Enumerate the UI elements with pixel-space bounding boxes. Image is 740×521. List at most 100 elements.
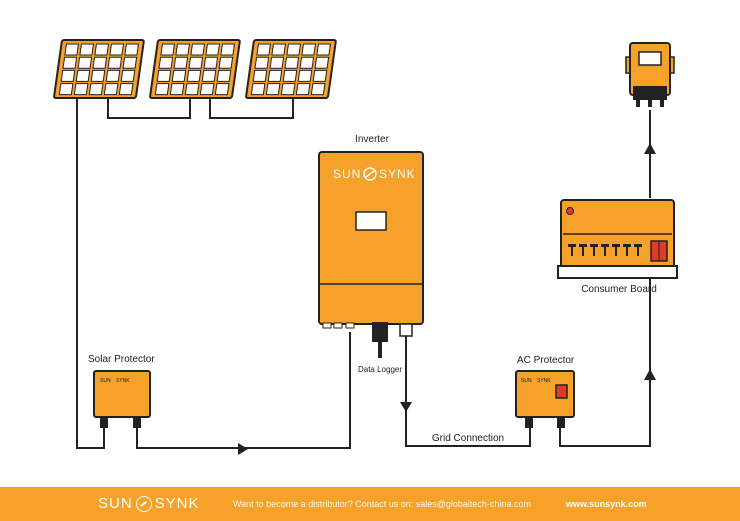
arrow-up-icon xyxy=(644,143,656,154)
solar-cell xyxy=(184,83,200,96)
breaker-stem xyxy=(604,247,606,256)
solar-protector-brand: SUN xyxy=(100,378,111,384)
inverter-brand-left: SUN xyxy=(333,167,361,181)
footer-logo: SUN SYNK xyxy=(98,495,200,512)
solar-cell xyxy=(201,69,217,82)
breaker-stem xyxy=(582,247,584,256)
solar-cell xyxy=(60,69,76,82)
ac-protector-label: AC Protector xyxy=(517,355,575,366)
solar-protector-label: Solar Protector xyxy=(88,354,155,365)
solar-cell xyxy=(118,83,134,96)
solar-cell xyxy=(109,43,125,56)
solar-cell xyxy=(250,83,266,96)
solar-cell xyxy=(175,43,191,56)
indicator-light-icon xyxy=(566,207,574,215)
solar-cell xyxy=(286,43,302,56)
breaker-icon xyxy=(601,244,609,247)
solar-protector: SUN SYNK xyxy=(93,370,151,428)
consumer-board-label: Consumer Board xyxy=(581,284,657,295)
solar-cell xyxy=(160,43,176,56)
solar-system-diagram: SUN SYNK SUN SYNK SUN SYNK Inverter Con xyxy=(53,39,678,455)
brand-logo-icon xyxy=(363,167,377,181)
solar-cell xyxy=(156,69,172,82)
solar-cell xyxy=(295,83,311,96)
solar-cell xyxy=(310,83,326,96)
breaker-row xyxy=(568,244,642,256)
solar-cell xyxy=(299,56,315,69)
data-logger xyxy=(372,322,388,358)
solar-cell xyxy=(173,56,189,69)
solar-cell xyxy=(169,83,185,96)
solar-cell xyxy=(301,43,317,56)
breaker-icon xyxy=(590,244,598,247)
breaker-icon xyxy=(612,244,620,247)
solar-cell xyxy=(280,83,296,96)
footer-logo-right: SYNK xyxy=(154,495,200,512)
solar-cell xyxy=(203,56,219,69)
inverter-label: Inverter xyxy=(355,134,390,145)
solar-cell xyxy=(122,56,138,69)
solar-cell xyxy=(107,56,123,69)
ac-protector: SUN SYNK xyxy=(515,370,575,428)
solar-cell xyxy=(218,56,234,69)
solar-panel-2 xyxy=(149,39,241,99)
inverter-brand-right: SYNK xyxy=(379,167,416,181)
solar-cell xyxy=(88,83,104,96)
electricity-meter xyxy=(625,42,675,107)
solar-cell xyxy=(265,83,281,96)
solar-cell xyxy=(282,69,298,82)
solar-cell xyxy=(252,69,268,82)
solar-panel-1 xyxy=(53,39,145,99)
solar-cell xyxy=(297,69,313,82)
breaker-stem xyxy=(615,247,617,256)
solar-cell xyxy=(73,83,89,96)
footer-contact-text: Want to become a distributor? Contact us… xyxy=(233,499,531,509)
breaker-icon xyxy=(568,244,576,247)
arrow-up-icon xyxy=(644,369,656,380)
solar-cell xyxy=(79,43,95,56)
arrow-right-icon xyxy=(238,443,248,455)
solar-cell xyxy=(154,83,170,96)
solar-protector-brand-right: SYNK xyxy=(116,378,130,384)
ac-protector-brand: SUN xyxy=(521,378,532,384)
breaker-stem xyxy=(593,247,595,256)
breaker-stem xyxy=(637,247,639,256)
solar-panel-3 xyxy=(245,39,337,99)
solar-cell xyxy=(124,43,140,56)
solar-cell xyxy=(94,43,110,56)
solar-cell xyxy=(220,43,236,56)
brand-logo-icon xyxy=(135,495,152,512)
solar-cell xyxy=(103,83,119,96)
solar-cell xyxy=(105,69,121,82)
solar-cell xyxy=(64,43,80,56)
breaker-icon xyxy=(623,244,631,247)
solar-cell xyxy=(199,83,215,96)
solar-cell xyxy=(271,43,287,56)
solar-cell xyxy=(256,43,272,56)
solar-cell xyxy=(314,56,330,69)
inverter: SUN SYNK xyxy=(318,151,424,337)
arrow-down-icon xyxy=(400,402,412,412)
ac-protector-brand-right: SYNK xyxy=(537,378,551,384)
footer-website-link[interactable]: www.sunsynk.com xyxy=(566,499,647,509)
solar-cell xyxy=(267,69,283,82)
footer-logo-left: SUN xyxy=(98,495,133,512)
footer-bar: SUN SYNK Want to become a distributor? C… xyxy=(0,487,740,521)
data-logger-label: Data Logger xyxy=(358,365,402,374)
grid-connection-label: Grid Connection xyxy=(432,433,504,444)
solar-cell xyxy=(77,56,93,69)
solar-cell xyxy=(158,56,174,69)
solar-cell xyxy=(171,69,187,82)
breaker-stem xyxy=(626,247,628,256)
solar-cell xyxy=(62,56,78,69)
solar-cell xyxy=(316,43,332,56)
solar-cell xyxy=(58,83,74,96)
solar-cell xyxy=(214,83,230,96)
solar-cell xyxy=(269,56,285,69)
breaker-icon xyxy=(634,244,642,247)
solar-cell xyxy=(205,43,221,56)
solar-cell xyxy=(186,69,202,82)
solar-cell xyxy=(254,56,270,69)
breaker-icon xyxy=(579,244,587,247)
